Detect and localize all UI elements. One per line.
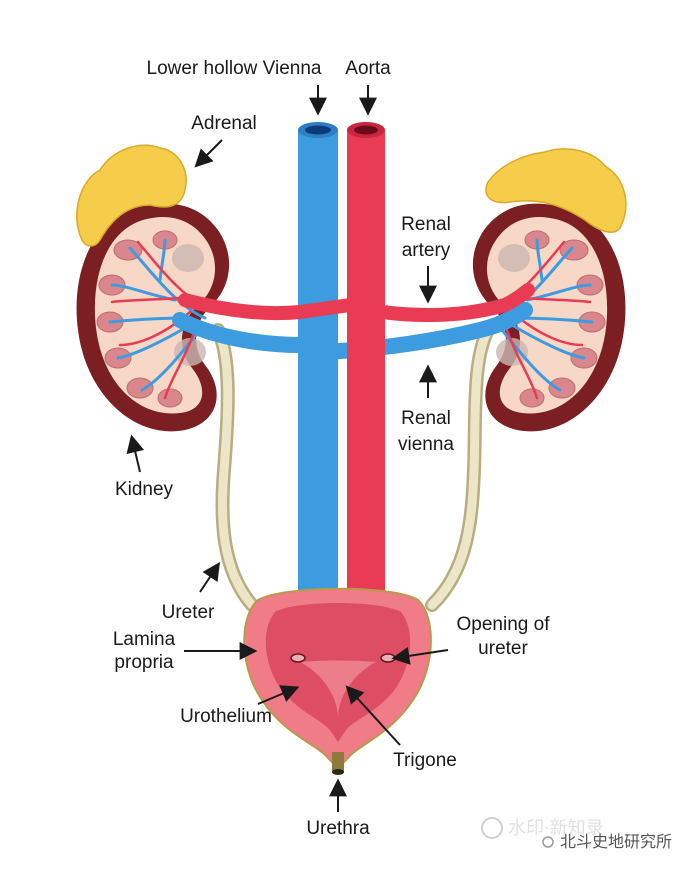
urothelium-label: Urothelium — [180, 706, 272, 727]
opening-label-line2: ureter — [478, 638, 528, 659]
watermark-logo-icon — [481, 817, 503, 839]
trigone-arrow — [345, 685, 401, 746]
bladder — [243, 587, 432, 775]
kidney-label: Kidney — [115, 479, 174, 500]
adrenal-arrow — [194, 139, 223, 168]
labels: Lower hollow Vienna Aorta Adrenal Renal … — [113, 58, 550, 839]
right-ureter-opening — [380, 653, 396, 663]
urethra — [332, 752, 344, 772]
watermark-source-text: 北斗史地研究所 — [560, 832, 672, 851]
renal-artery-label-line1: Renal — [401, 214, 451, 235]
opening-label-line1: Opening of — [457, 614, 551, 635]
vena-cava-label: Lower hollow Vienna — [147, 58, 322, 79]
left-ureter-opening — [290, 653, 306, 663]
kidney-arrow — [126, 434, 145, 473]
lamina-label-line1: Lamina — [113, 629, 176, 650]
adrenal-label: Adrenal — [191, 113, 257, 134]
urothelium-arrow — [257, 685, 300, 705]
right-adrenal — [485, 148, 627, 233]
left-adrenal — [76, 144, 187, 247]
renal-vein-label-line2: vienna — [398, 434, 454, 455]
adrenal-glands — [76, 144, 627, 247]
watermark: 水印·新知录 北斗史地研究所 — [481, 817, 672, 851]
ureters — [211, 323, 495, 612]
renal-vein-label-line1: Renal — [401, 408, 451, 429]
opening-arrow — [391, 646, 449, 665]
vena-cava — [298, 122, 338, 600]
renal-arteries — [178, 283, 535, 323]
ureter-arrow — [199, 562, 220, 593]
lamina-label-line2: propria — [114, 652, 174, 673]
watermark-faded-text: 水印·新知录 — [508, 818, 604, 839]
ureter-label: Ureter — [162, 602, 215, 623]
trigone-label: Trigone — [393, 750, 457, 771]
aorta — [347, 122, 385, 600]
arrows — [126, 85, 449, 812]
urethra-label: Urethra — [306, 818, 370, 839]
right-kidney — [472, 203, 626, 432]
wechat-icon — [542, 836, 554, 848]
aorta-label: Aorta — [345, 58, 391, 79]
renal-artery-label-line2: artery — [402, 240, 451, 261]
